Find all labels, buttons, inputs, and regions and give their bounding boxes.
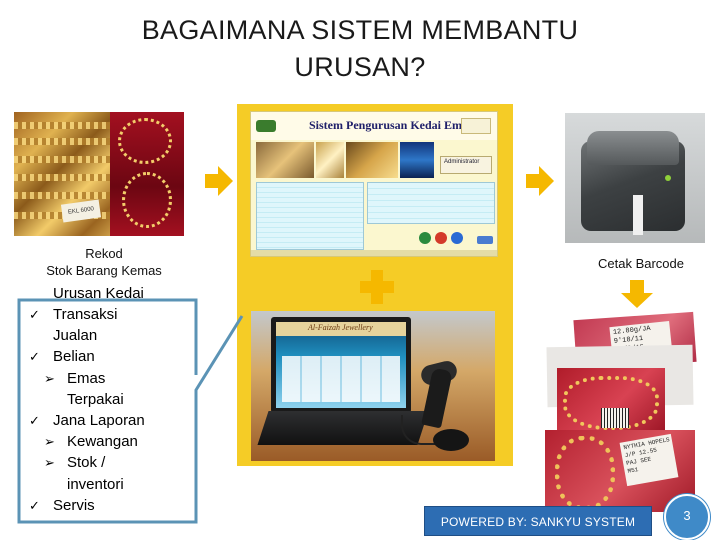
summary-table — [367, 182, 495, 224]
tasks-heading: Urusan Kedai — [53, 285, 144, 302]
powered-by-banner: POWERED BY: SANKYU SYSTEM — [424, 506, 652, 536]
barcode-printer-photo — [565, 113, 705, 243]
check-icon: ✓ — [29, 498, 40, 513]
slide-title-line-2: URUSAN? — [294, 52, 426, 82]
user-badge: Administrator — [440, 156, 492, 174]
check-icon: ✓ — [29, 413, 40, 428]
action-button — [451, 232, 463, 244]
arrowhead-bullet-icon: ➢ — [44, 434, 55, 449]
action-button — [477, 236, 493, 244]
list-item-text: Transaksi — [53, 306, 118, 323]
arrow-right-icon — [526, 166, 554, 196]
list-item-text: Belian — [53, 348, 95, 365]
list-item-text: Kewangan — [67, 433, 138, 450]
page-number: 3 — [683, 508, 691, 523]
check-icon: ✓ — [29, 349, 40, 364]
arrow-right-icon — [205, 166, 233, 196]
arrowhead-bullet-icon: ➢ — [44, 371, 55, 386]
list-item-text: Stok / — [67, 454, 106, 471]
arrow-down-icon — [621, 280, 653, 308]
software-title: Sistem Pengurusan Kedai Emas — [309, 118, 473, 132]
slide-title-line-1: BAGAIMANA SISTEM MEMBANTU — [141, 15, 579, 45]
check-icon: ✓ — [29, 307, 40, 322]
powered-by-text: POWERED BY: SANKYU SYSTEM — [440, 515, 636, 529]
label-tag: NYTHIA HOPELS J/P 12.55 PAJ SEE M51 — [619, 433, 679, 487]
software-screenshot: Sistem Pengurusan Kedai Emas Administrat… — [250, 111, 498, 257]
mouse-icon — [433, 429, 469, 451]
stock-record-caption-line-1: Rekod — [85, 246, 123, 261]
action-button — [435, 232, 447, 244]
printed-labels-photo: 12.80g/JA 9'18/11 26/8/15 NYTHIA HOPELS … — [545, 311, 697, 512]
list-item-text: Emas — [67, 370, 106, 387]
print-barcode-caption: Cetak Barcode — [598, 256, 684, 271]
stock-record-caption-line-2: Stok Barang Kemas — [46, 263, 162, 278]
shop-tasks-list: Urusan Kedai ✓ Transaksi Jualan ✓ Belian… — [29, 283, 197, 515]
list-item-text: Terpakai — [67, 391, 124, 408]
stock-record-caption: Rekod Stok Barang Kemas — [14, 245, 194, 279]
list-item-text: Jana Laporan — [53, 412, 145, 429]
user-label: Administrator — [444, 159, 480, 165]
app-logo-icon — [256, 120, 276, 132]
site-name: Al-Faizah Jewellery — [308, 323, 373, 332]
action-button — [419, 232, 431, 244]
list-item-text: inventori — [67, 476, 124, 493]
arrowhead-bullet-icon: ➢ — [44, 455, 55, 470]
gold-jewellery-photo: EKL 6000 — [14, 112, 184, 236]
list-item-text: Jualan — [53, 327, 98, 344]
pos-laptop-scanner-photo: Al-Faizah Jewellery — [251, 311, 495, 461]
slide-title: BAGAIMANA SISTEM MEMBANTU URUSAN? — [60, 12, 660, 86]
barcode-icon — [601, 408, 629, 428]
transaction-table — [256, 182, 364, 250]
list-item-text: Servis — [53, 497, 95, 514]
page-number-badge: 3 — [664, 494, 710, 540]
price-tag: EKL 6000 — [60, 199, 102, 223]
plus-icon — [360, 270, 394, 304]
